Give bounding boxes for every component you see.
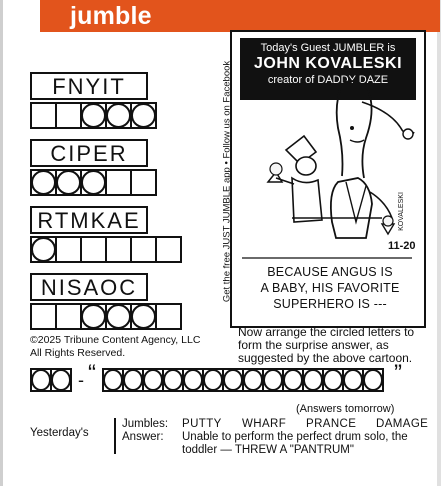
answer-circle-cell[interactable]	[102, 368, 124, 392]
guest-jumbler-box: Today's Guest JUMBLER is JOHN KOVALESKI …	[240, 38, 416, 100]
letter-cell[interactable]	[55, 236, 82, 263]
scrambled-word: RTMKAE	[30, 206, 148, 234]
letter-cell[interactable]	[80, 236, 107, 263]
letter-cell[interactable]	[155, 236, 182, 263]
circled-letter-cell[interactable]	[55, 169, 82, 196]
scrambled-word: CIPER	[30, 139, 148, 167]
letter-cell[interactable]	[130, 236, 157, 263]
circled-letter-cell[interactable]	[80, 169, 107, 196]
answer-circle-cell[interactable]	[342, 368, 364, 392]
circled-letter-cell[interactable]	[130, 102, 157, 129]
caption-line: SUPERHERO IS ---	[273, 297, 387, 311]
letter-cell[interactable]	[30, 102, 57, 129]
brand-title: jumble	[70, 2, 152, 30]
yesterday-label: Yesterday's	[30, 427, 89, 439]
yesterday-word: PRANCE	[306, 418, 357, 430]
final-answer-row[interactable]: - “ ”	[30, 360, 435, 400]
circled-letter-cell[interactable]	[105, 102, 132, 129]
left-border	[0, 0, 3, 486]
answer-circle-cell[interactable]	[322, 368, 344, 392]
letter-cell[interactable]	[130, 169, 157, 196]
yesterday-word: WHARF	[242, 418, 287, 430]
letter-cell[interactable]	[30, 303, 57, 330]
right-border	[437, 0, 441, 486]
cartoon-caption: BECAUSE ANGUS IS A BABY, HIS FAVORITE SU…	[242, 264, 418, 312]
circled-letter-cell[interactable]	[30, 169, 57, 196]
letter-cell[interactable]	[155, 303, 182, 330]
caption-line: A BABY, HIS FAVORITE	[260, 281, 400, 295]
divider	[114, 418, 116, 454]
cartoon-drawing	[242, 80, 415, 259]
letter-cell[interactable]	[55, 102, 82, 129]
circled-letter-cell[interactable]	[130, 303, 157, 330]
answer-circle-cell[interactable]	[202, 368, 224, 392]
answer-circle-cell[interactable]	[302, 368, 324, 392]
copyright-line: ©2025 Tribune Content Agency, LLC	[30, 334, 201, 346]
answer-cells[interactable]	[30, 102, 157, 129]
guest-name: JOHN KOVALESKI	[253, 55, 403, 72]
circled-letter-cell[interactable]	[105, 303, 132, 330]
caption-line: BECAUSE ANGUS IS	[267, 265, 393, 279]
circled-letter-cell[interactable]	[80, 303, 107, 330]
artist-signature: KOVALESKI	[397, 192, 405, 231]
answer-circle-cell[interactable]	[142, 368, 164, 392]
yesterday-word: DAMAGE	[376, 418, 429, 430]
circled-letter-cell[interactable]	[80, 102, 107, 129]
letter-cell[interactable]	[55, 303, 82, 330]
answer-circle-cell[interactable]	[282, 368, 304, 392]
app-promo-vertical: Get the free JUST JUMBLE app • Follow us…	[212, 40, 233, 330]
scrambled-word: FNYIT	[30, 72, 148, 100]
header-bar	[40, 0, 440, 32]
guest-intro: Today's Guest JUMBLER is	[260, 42, 396, 54]
cartoon-panel: Today's Guest JUMBLER is JOHN KOVALESKI …	[230, 30, 426, 328]
scrambled-word: NISAOC	[30, 273, 148, 301]
answer-circle-cell[interactable]	[122, 368, 144, 392]
instructions: Now arrange the circled letters to form …	[238, 325, 415, 365]
answer-circle-cell[interactable]	[50, 368, 72, 392]
circled-letter-cell[interactable]	[30, 236, 57, 263]
answer-line: toddler — THREW A "PANTRUM"	[182, 444, 354, 456]
jumbles-label: Jumbles:	[122, 418, 169, 430]
close-quote: ”	[394, 360, 402, 387]
strip-date: 11-20	[388, 240, 416, 252]
dash-separator: -	[78, 370, 84, 390]
letter-cell[interactable]	[105, 169, 132, 196]
answer-circle-cell[interactable]	[362, 368, 384, 392]
rights-line: All Rights Reserved.	[30, 347, 126, 359]
open-quote: “	[88, 360, 96, 387]
letter-cell[interactable]	[105, 236, 132, 263]
answer-line: Unable to perform the perfect drum solo,…	[182, 431, 408, 443]
answers-tomorrow: (Answers tomorrow)	[296, 403, 395, 415]
answer-circle-cell[interactable]	[262, 368, 284, 392]
answer-label: Answer:	[122, 431, 164, 443]
answer-circle-cell[interactable]	[182, 368, 204, 392]
answer-cells[interactable]	[30, 236, 182, 263]
answer-circle-cell[interactable]	[222, 368, 244, 392]
copyright-notice: ©2025 Tribune Content Agency, LLC All Ri…	[30, 334, 200, 360]
answer-circle-cell[interactable]	[162, 368, 184, 392]
answer-circle-cell[interactable]	[30, 368, 52, 392]
answer-circle-cell[interactable]	[242, 368, 264, 392]
answer-cells[interactable]	[30, 169, 157, 196]
yesterday-word: PUTTY	[182, 418, 222, 430]
answer-cells[interactable]	[30, 303, 182, 330]
